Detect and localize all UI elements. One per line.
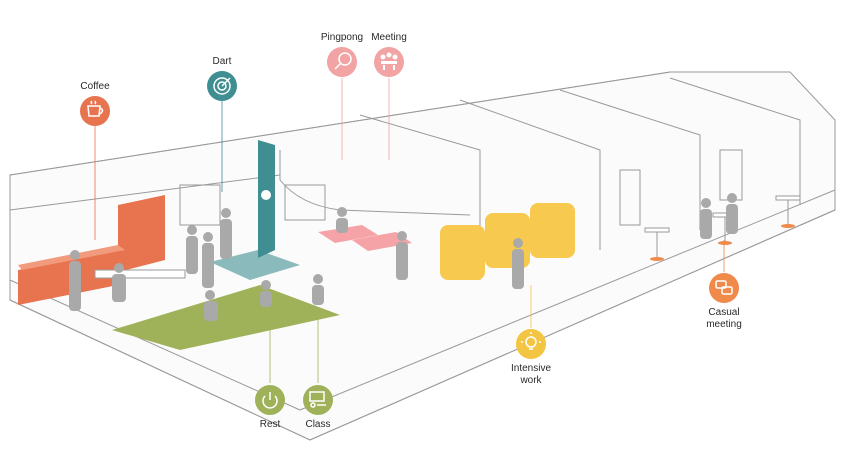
casual-label-line2: meeting: [706, 319, 742, 330]
casual-tables: [644, 195, 801, 261]
pingpong-label: Pingpong: [321, 32, 363, 43]
people-meeting-icon: [380, 52, 398, 70]
person: [336, 207, 348, 233]
person: [69, 250, 81, 311]
kitchen-counter: [18, 250, 118, 305]
person: [700, 198, 712, 239]
casual-label-line1: Casual: [708, 307, 739, 318]
meeting-label: Meeting: [371, 32, 407, 43]
people: [69, 193, 738, 321]
inner-floor-right: [299, 189, 836, 411]
booth: [440, 225, 485, 280]
intensive-label-line1: Intensive: [511, 363, 551, 374]
ping-pong-paddle-icon: [334, 52, 352, 70]
person: [204, 290, 218, 321]
person: [220, 208, 232, 259]
person: [396, 231, 408, 280]
coffee-cup-icon: [87, 100, 104, 117]
meeting-badge: [374, 47, 404, 77]
person: [202, 232, 214, 288]
booth: [530, 203, 575, 258]
leader-lines: [94, 78, 725, 383]
high-table: [644, 227, 670, 233]
dartboard-icon: [213, 77, 231, 95]
person: [726, 193, 738, 234]
table-foot: [781, 224, 795, 228]
partition-2: [559, 89, 701, 230]
teal-platform: [210, 250, 300, 280]
intensive-badge: [516, 329, 546, 359]
intensive-label-line2: work: [519, 375, 542, 386]
chat-bubbles-icon: [715, 280, 733, 295]
table-foot: [718, 241, 732, 245]
dart-label: Dart: [213, 56, 232, 67]
orange-wall-panel: [118, 195, 165, 272]
rest-badge: [255, 385, 285, 415]
casual-badge: [709, 273, 739, 303]
back-wall-top: [9, 71, 671, 176]
lightbulb-icon: [521, 332, 541, 350]
front-floor-edge: [9, 299, 311, 441]
green-rug: [112, 285, 340, 350]
partition-1: [459, 99, 601, 250]
person: [112, 263, 126, 302]
coffee-badge: [80, 96, 110, 126]
class-label: Class: [305, 419, 330, 430]
classroom-icon: [309, 391, 326, 408]
dartboard: [261, 190, 271, 200]
person: [512, 238, 524, 289]
bar-table: [94, 269, 186, 279]
pingpong-table-2: [352, 232, 412, 251]
person: [312, 274, 324, 305]
power-icon: [262, 392, 278, 409]
inner-floor-left: [9, 279, 301, 411]
back-wall-lower: [9, 174, 281, 211]
table-foot: [650, 257, 664, 261]
high-table: [775, 195, 801, 201]
window: [619, 169, 641, 226]
window: [284, 184, 326, 221]
dart-badge: [207, 71, 237, 101]
pingpong-table-1: [318, 225, 378, 243]
right-floor-edge: [309, 209, 836, 441]
partition-3: [669, 77, 801, 205]
person: [186, 225, 198, 274]
class-badge: [303, 385, 333, 415]
rest-label: Rest: [260, 419, 281, 430]
coffee-label: Coffee: [80, 81, 110, 92]
window: [179, 184, 221, 226]
pingpong-badge: [327, 47, 357, 77]
person: [260, 280, 272, 307]
